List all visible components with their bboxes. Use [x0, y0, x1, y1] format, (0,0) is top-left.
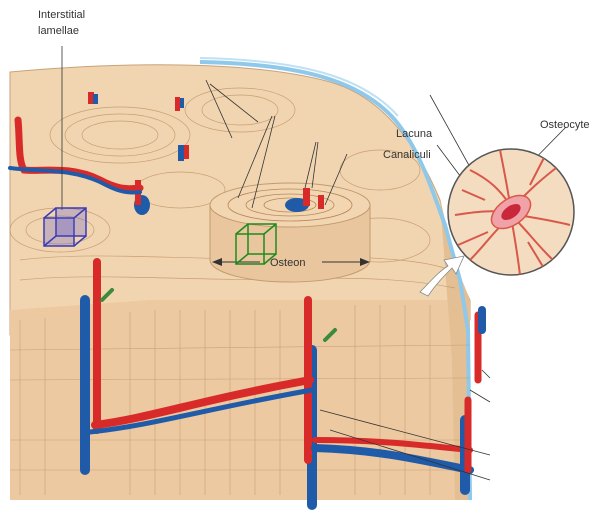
interstitial-lamellae-label: Interstitial: [38, 9, 85, 21]
interstitial-lamellae-label-line2: lamellae: [38, 25, 79, 37]
blue-marker-cube: [44, 208, 86, 246]
osteocyte-zoom-circle: [448, 149, 574, 275]
compact-bone-block: [10, 46, 566, 505]
lacuna-label: Lacuna: [396, 128, 433, 140]
osteon-label: Osteon: [270, 257, 305, 269]
osteocyte-label: Osteocyte: [540, 119, 590, 131]
canaliculi-label: Canaliculi: [383, 149, 431, 161]
